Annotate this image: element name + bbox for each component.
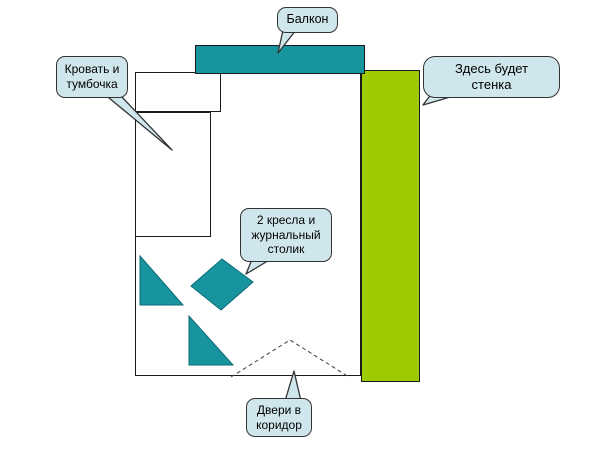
bed-shape bbox=[135, 112, 211, 237]
nightstand-shape bbox=[135, 72, 221, 112]
callout-balcony: Балкон bbox=[277, 7, 338, 33]
callout-wall-unit: Здесь будет стенка bbox=[423, 56, 560, 98]
wall-unit-shape bbox=[361, 70, 420, 382]
balcony-shape bbox=[195, 45, 365, 74]
callout-doors: Двери в коридор bbox=[246, 398, 312, 437]
callout-bed: Кровать и тумбочка bbox=[56, 56, 128, 98]
callout-armchairs: 2 кресла и журнальный столик bbox=[240, 208, 332, 262]
